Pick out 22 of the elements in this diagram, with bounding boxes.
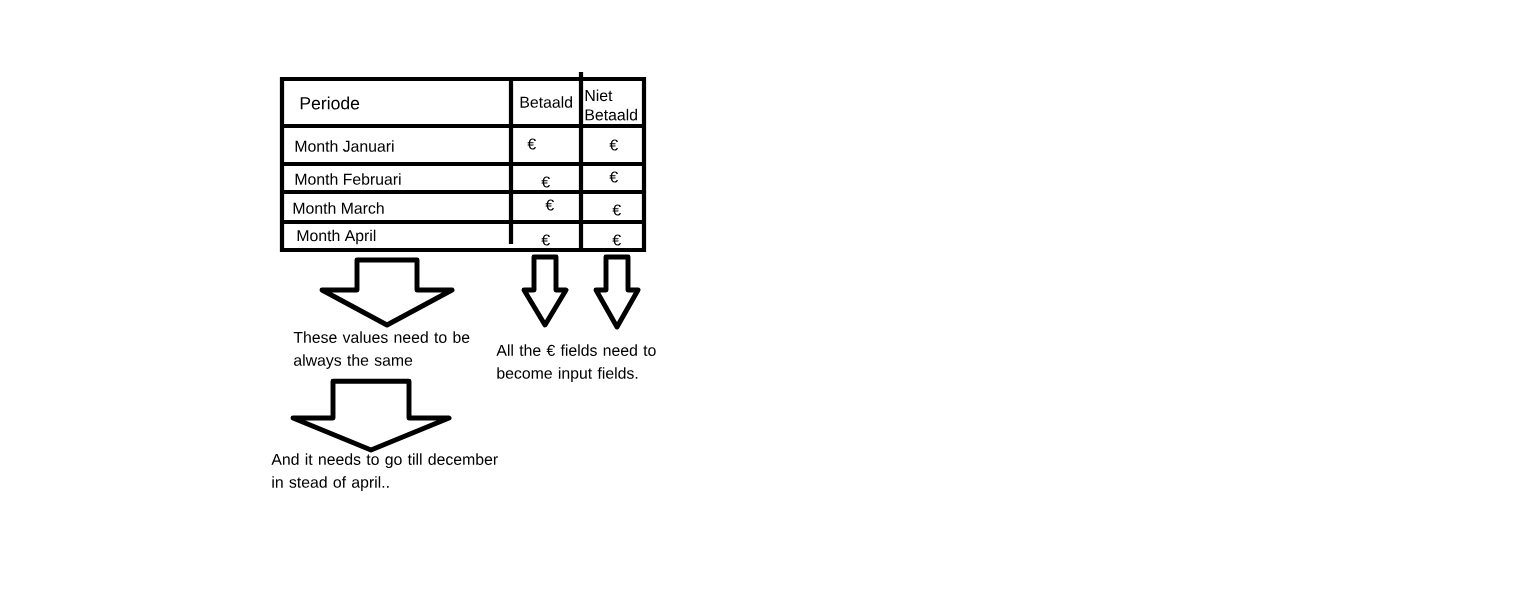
block-arrow bbox=[319, 257, 455, 328]
table-cell: Month Januari bbox=[295, 140, 394, 152]
note-text: These values need to be always the same bbox=[293, 331, 470, 369]
table-cell: € bbox=[527, 138, 536, 150]
table-cell: Periode bbox=[300, 96, 360, 110]
block-arrow bbox=[290, 378, 452, 453]
note-text: And it needs to go till december in stead of april.. bbox=[271, 453, 498, 491]
table-cell: € bbox=[609, 139, 618, 151]
table-cell: € bbox=[612, 234, 621, 246]
table-cell: Betaald bbox=[520, 96, 572, 108]
table-cell: € bbox=[609, 171, 618, 183]
table-cell: Niet Betaald bbox=[585, 89, 637, 121]
block-arrow bbox=[521, 254, 569, 328]
table-cell: Month March bbox=[293, 202, 384, 214]
table-cell: € bbox=[541, 176, 550, 188]
note-text: All the € fields need to become input fields. bbox=[496, 344, 656, 382]
table-cell: € bbox=[612, 204, 621, 216]
table-cell: € bbox=[545, 199, 554, 211]
table-cell: Month April bbox=[297, 229, 376, 245]
block-arrow bbox=[593, 254, 641, 330]
table-cell: Month Februari bbox=[295, 173, 401, 185]
table-cell: € bbox=[541, 234, 550, 246]
